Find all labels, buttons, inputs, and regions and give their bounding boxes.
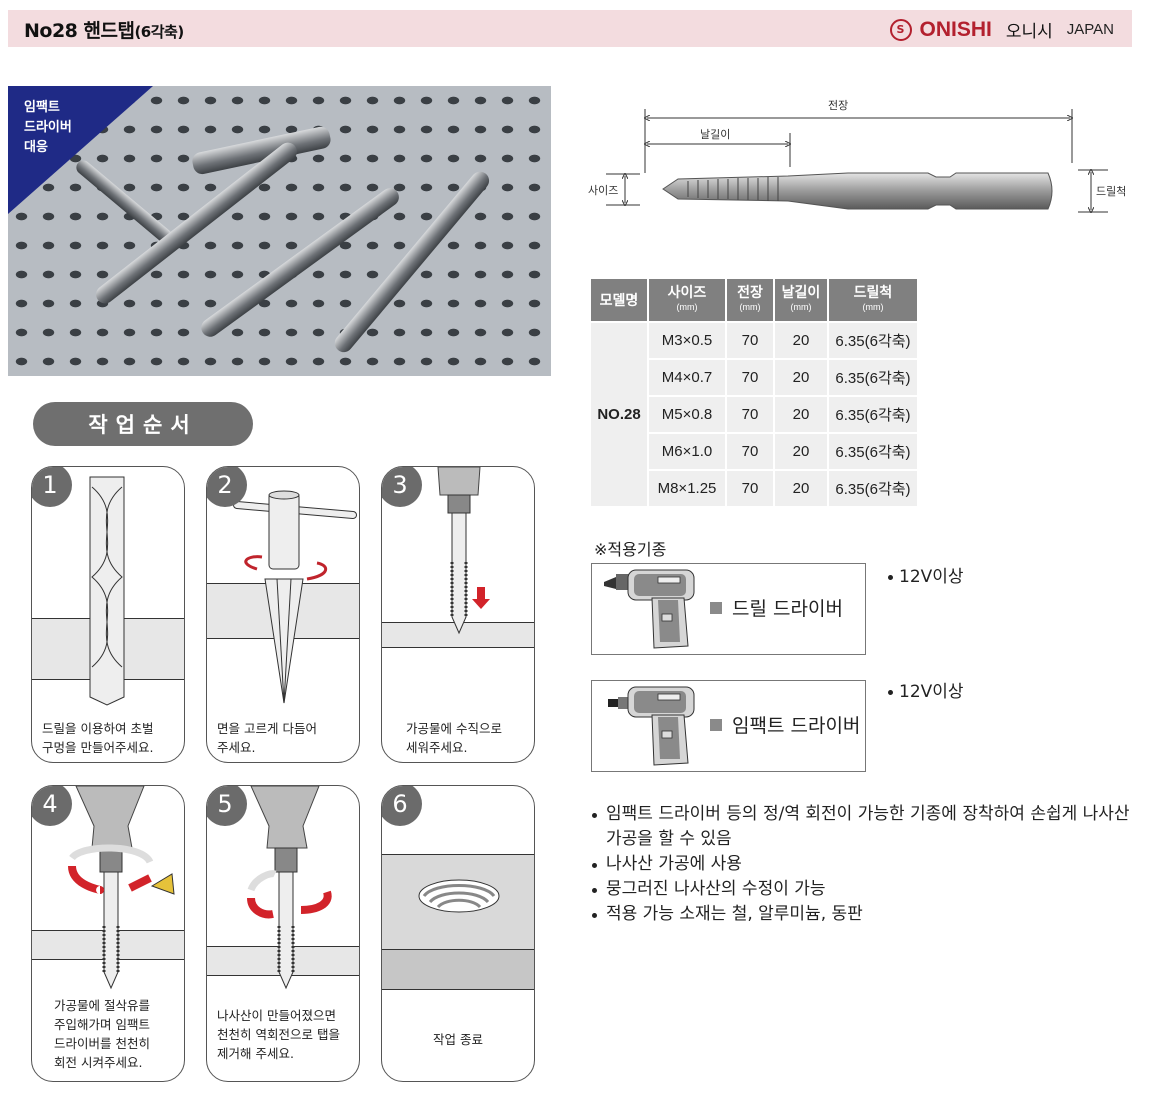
onishi-logo-icon: S xyxy=(889,18,912,41)
shank-cell: 6.35(6각축) xyxy=(829,323,917,358)
thread-length-label: 날길이 xyxy=(700,128,731,141)
drill-driver-icon xyxy=(604,569,695,649)
tap-image xyxy=(331,168,493,356)
feature-item: 임팩트 드라이버 등의 정/역 회전이 가능한 기종에 장착하여 손쉽게 나사산… xyxy=(590,802,1130,852)
drill-bit-icon xyxy=(89,476,125,706)
feature-item: 뭉그러진 나사산의 수정이 가능 xyxy=(590,877,1130,902)
size-cell: M3×0.5 xyxy=(649,323,725,358)
page-title: No28 핸드탭(6각축) xyxy=(24,20,184,42)
size-label: 사이즈 xyxy=(588,184,619,197)
overall-length-label: 전장 xyxy=(828,99,849,112)
impact-driver-label: 임팩트 드라이버 xyxy=(710,711,860,738)
shank-cell: 6.35(6각축) xyxy=(829,471,917,506)
square-bullet-icon xyxy=(710,718,722,731)
shank-label: 드릴척 xyxy=(1096,185,1127,198)
length-cell: 70 xyxy=(727,471,773,506)
step-card-6: 6 작업 종료 xyxy=(381,785,535,1082)
countersink-tool-icon xyxy=(233,490,357,704)
brand-country: JAPAN xyxy=(1066,21,1114,38)
impact-driver-icon xyxy=(608,686,695,766)
brand-korean: 오니시 xyxy=(1005,22,1053,42)
col-length: 전장(mm) xyxy=(727,279,773,321)
thread-cell: 20 xyxy=(775,434,827,469)
threaded-hole-icon xyxy=(418,879,500,913)
impact-badge xyxy=(8,86,153,214)
dimension-diagram: 전장 날길이 사이즈 드릴척 xyxy=(588,93,1133,223)
table-row: M8×1.25 70 20 6.35(6각축) xyxy=(591,471,917,506)
brand-name: ONISHI xyxy=(919,17,992,41)
procedure-title: 작업순서 xyxy=(33,402,253,446)
step-number: 6 xyxy=(382,786,422,826)
col-size: 사이즈(mm) xyxy=(649,279,725,321)
tap-vertical-icon xyxy=(437,467,490,635)
workpiece-top xyxy=(382,854,534,950)
step-number: 4 xyxy=(32,786,72,826)
square-bullet-icon xyxy=(710,601,722,614)
col-shank: 드릴척(mm) xyxy=(829,279,917,321)
header-bar: No28 핸드탭(6각축) S ONISHI 오니시 JAPAN xyxy=(8,10,1132,47)
length-cell: 70 xyxy=(727,360,773,395)
length-cell: 70 xyxy=(727,434,773,469)
shank-cell: 6.35(6각축) xyxy=(829,397,917,432)
step-number: 3 xyxy=(382,467,422,507)
drill-driver-label: 드릴 드라이버 xyxy=(710,594,843,621)
length-cell: 70 xyxy=(727,323,773,358)
impact-driver-voltage: 12V이상 xyxy=(888,677,964,702)
product-photo: 임팩트 드라이버 대응 xyxy=(8,86,551,376)
table-row: M5×0.8 70 20 6.35(6각축) xyxy=(591,397,917,432)
step-number: 2 xyxy=(207,467,247,507)
table-header-row: 모델명 사이즈(mm) 전장(mm) 날길이(mm) 드릴척(mm) xyxy=(591,279,917,321)
thread-cell: 20 xyxy=(775,471,827,506)
reverse-tap-icon xyxy=(247,786,332,990)
tapping-with-oil-icon xyxy=(68,786,175,990)
drill-driver-voltage: 12V이상 xyxy=(888,562,964,587)
drill-driver-box: 드릴 드라이버 xyxy=(591,563,866,655)
brand: S ONISHI 오니시 JAPAN xyxy=(889,17,1114,42)
feature-item: 나사산 가공에 사용 xyxy=(590,852,1130,877)
size-cell: M8×1.25 xyxy=(649,471,725,506)
step-number: 1 xyxy=(32,467,72,507)
thread-cell: 20 xyxy=(775,360,827,395)
thread-cell: 20 xyxy=(775,397,827,432)
applicable-title: ※적용기종 xyxy=(594,540,667,559)
size-cell: M4×0.7 xyxy=(649,360,725,395)
feature-item: 적용 가능 소재는 철, 알루미늄, 동판 xyxy=(590,902,1130,927)
col-model: 모델명 xyxy=(591,279,647,321)
impact-badge-text: 임팩트 드라이버 대응 xyxy=(24,100,72,155)
step-number: 5 xyxy=(207,786,247,826)
size-cell: M6×1.0 xyxy=(649,434,725,469)
feature-list: 임팩트 드라이버 등의 정/역 회전이 가능한 기종에 장착하여 손쉽게 나사산… xyxy=(590,802,1130,927)
table-row: NO.28 M3×0.5 70 20 6.35(6각축) xyxy=(591,323,917,506)
spec-table: 모델명 사이즈(mm) 전장(mm) 날길이(mm) 드릴척(mm) NO.28… xyxy=(589,277,919,508)
thread-cell: 20 xyxy=(775,323,827,358)
tap-dimension-drawing xyxy=(606,109,1108,223)
impact-driver-box: 임팩트 드라이버 xyxy=(591,680,866,772)
model-cell: NO.28 xyxy=(591,323,647,506)
table-row: M6×1.0 70 20 6.35(6각축) xyxy=(591,434,917,469)
shank-cell: 6.35(6각축) xyxy=(829,360,917,395)
size-cell: M5×0.8 xyxy=(649,397,725,432)
col-thread-length: 날길이(mm) xyxy=(775,279,827,321)
length-cell: 70 xyxy=(727,397,773,432)
shank-cell: 6.35(6각축) xyxy=(829,434,917,469)
step-caption: 작업 종료 xyxy=(433,1032,483,1047)
table-row: M4×0.7 70 20 6.35(6각축) xyxy=(591,360,917,395)
workpiece-side xyxy=(382,950,534,990)
